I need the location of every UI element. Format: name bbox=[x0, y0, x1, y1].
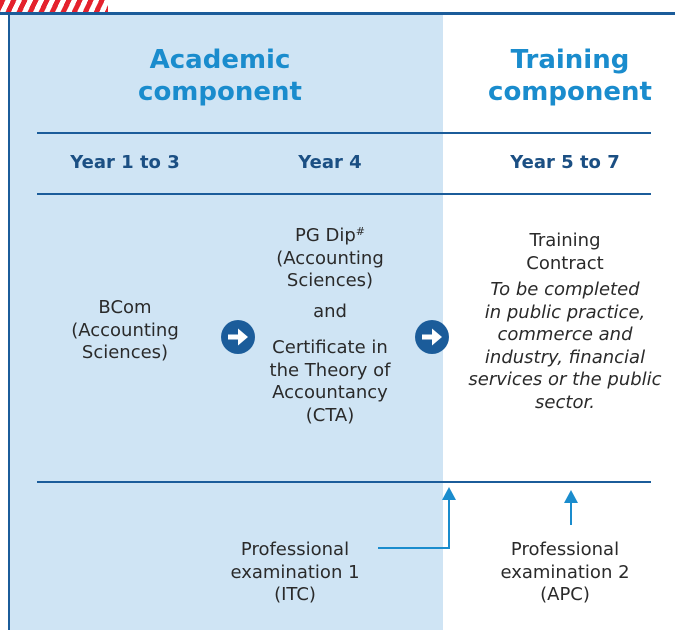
pgdip-line3: Sciences) bbox=[286, 270, 374, 291]
cta-line4: (CTA) bbox=[305, 404, 355, 426]
academic-heading-text: Academic component bbox=[138, 45, 302, 107]
year-5-7-label: Year 5 to 7 bbox=[510, 152, 620, 173]
training-note-line6: sector. bbox=[535, 391, 595, 413]
exam2-line1: Professional bbox=[510, 539, 620, 560]
bcom-line3: Sciences) bbox=[81, 342, 169, 363]
training-note-line1: To be completed bbox=[490, 279, 640, 300]
exam1-box: Professional examination 1 (ITC) bbox=[215, 539, 375, 607]
training-heading-text: Training component bbox=[488, 45, 652, 107]
top-border bbox=[0, 12, 675, 15]
training-title-line2: Contract bbox=[526, 252, 604, 274]
bcom-line1: BCom bbox=[98, 297, 152, 318]
training-note-line5: services or the public bbox=[468, 369, 662, 390]
left-border bbox=[8, 12, 10, 630]
bcom-box: BCom (Accounting Sciences) bbox=[40, 297, 210, 365]
pgdip-and: and bbox=[313, 300, 347, 322]
exam1-connector bbox=[378, 487, 456, 549]
exam2-connector bbox=[564, 490, 578, 525]
year-1-3-label: Year 1 to 3 bbox=[70, 152, 180, 173]
academic-panel bbox=[10, 15, 443, 630]
training-title-line1: Training bbox=[529, 230, 601, 251]
arrow-right-icon bbox=[415, 320, 449, 354]
academic-heading: Academic component bbox=[95, 44, 345, 108]
arrow-right-icon bbox=[221, 320, 255, 354]
exam1-line3: (ITC) bbox=[274, 584, 316, 605]
exam2-box: Professional examination 2 (APC) bbox=[485, 539, 645, 607]
exam1-line2: examination 1 bbox=[230, 561, 360, 583]
rule-bottom bbox=[37, 481, 651, 483]
exam1-line1: Professional bbox=[240, 539, 350, 560]
year-4-label: Year 4 bbox=[298, 152, 362, 173]
cta-line1: Certificate in bbox=[272, 337, 388, 358]
training-note-line4: industry, financial bbox=[484, 346, 646, 368]
rule-top bbox=[37, 132, 651, 134]
training-note-line2: in public practice, bbox=[484, 301, 646, 323]
pgdip-line1: PG Dip bbox=[294, 225, 356, 246]
training-heading: Training component bbox=[470, 44, 670, 108]
training-contract-box: Training Contract To be completed in pub… bbox=[455, 230, 675, 414]
bcom-line2: (Accounting bbox=[71, 319, 179, 341]
pgdip-title: PG Dip# bbox=[255, 225, 405, 248]
cta-line2: the Theory of bbox=[269, 359, 391, 381]
training-note-line3: commerce and bbox=[497, 324, 633, 345]
exam2-line2: examination 2 bbox=[500, 561, 630, 583]
pgdip-footnote-mark: # bbox=[355, 225, 366, 238]
rule-years bbox=[37, 193, 651, 195]
exam2-line3: (APC) bbox=[540, 584, 590, 605]
red-stripe-decoration bbox=[0, 0, 108, 12]
cta-line3: Accountancy bbox=[272, 382, 388, 403]
pgdip-line2: (Accounting bbox=[276, 247, 384, 269]
pgdip-box: PG Dip# (Accounting Sciences) and Certif… bbox=[255, 225, 405, 427]
